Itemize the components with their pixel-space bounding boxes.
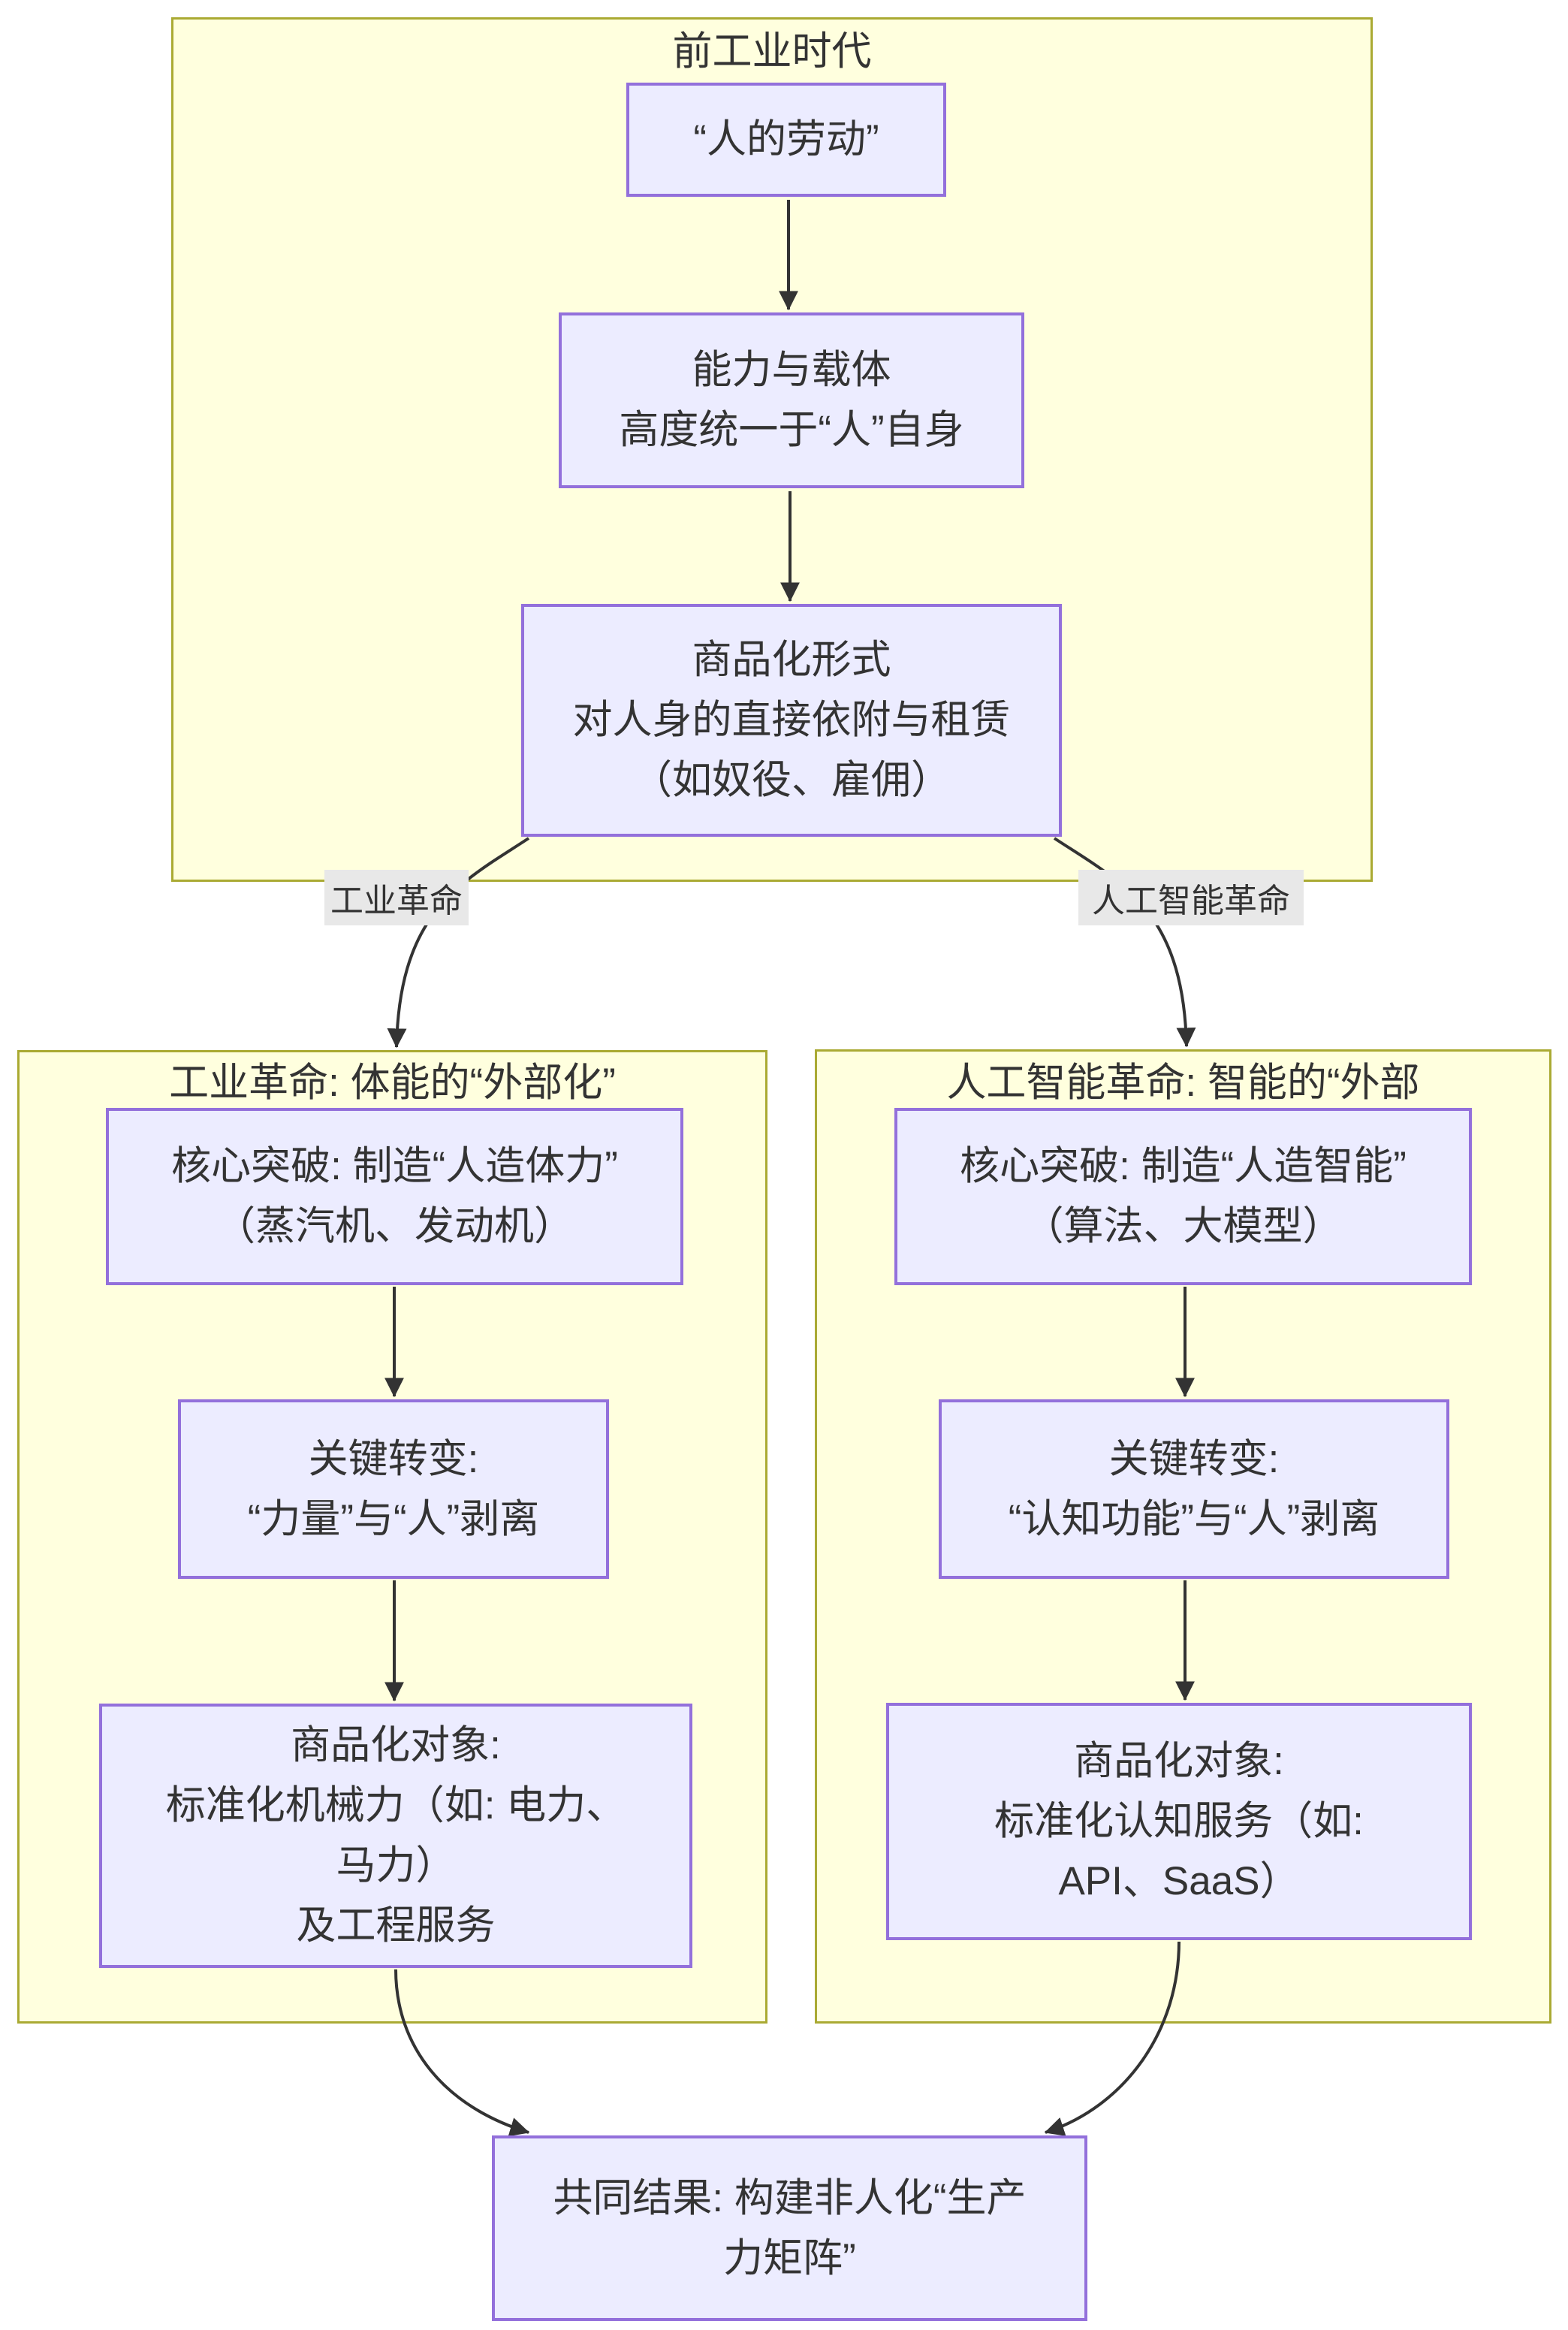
- node-text-line: API、SaaS）: [1058, 1859, 1300, 1903]
- node-text-line: 商品化对象:: [1074, 1739, 1284, 1783]
- cluster-ai-revolution-title: 人工智能革命: 智能的“外部: [946, 1061, 1420, 1105]
- node-ai-core-breakthrough: 核心突破: 制造“人造智能” （算法、大模型）: [894, 1108, 1472, 1285]
- node-text-line: 对人身的直接依附与租赁: [572, 698, 1011, 742]
- node-text-line: 核心突破: 制造“人造智能”: [960, 1144, 1407, 1188]
- node-text-line: 标准化机械力（如: 电力、: [165, 1783, 626, 1827]
- node-text-line: 力矩阵”: [723, 2235, 856, 2280]
- node-text-line: “人的劳动”: [693, 117, 879, 161]
- node-text-line: 商品化对象:: [291, 1723, 501, 1767]
- node-ai-commodified-object: 商品化对象: 标准化认知服务（如: API、SaaS）: [886, 1703, 1472, 1940]
- node-ind-core-breakthrough: 核心突破: 制造“人造体力” （蒸汽机、发动机）: [106, 1108, 683, 1285]
- node-text-line: 商品化形式: [692, 638, 891, 682]
- edge-label-text: 工业革命: [330, 883, 463, 919]
- cluster-industrial-revolution-title: 工业革命: 体能的“外部化”: [169, 1061, 616, 1105]
- node-text-line: 能力与载体: [692, 348, 891, 392]
- node-ind-key-shift: 关键转变: “力量”与“人”剥离: [178, 1399, 609, 1579]
- node-common-result: 共同结果: 构建非人化“生产 力矩阵”: [492, 2135, 1087, 2321]
- node-ind-commodified-object: 商品化对象: 标准化机械力（如: 电力、 马力） 及工程服务: [99, 1704, 692, 1968]
- node-text-line: 共同结果: 构建非人化“生产: [553, 2175, 1027, 2220]
- edge-label-industrial-revolution: 工业革命: [324, 870, 469, 925]
- node-text-line: 标准化认知服务（如:: [994, 1799, 1364, 1843]
- cluster-pre-industrial-title: 前工业时代: [672, 29, 872, 74]
- node-ai-key-shift: 关键转变: “认知功能”与“人”剥离: [939, 1399, 1449, 1579]
- node-text-line: 高度统一于“人”自身: [619, 408, 964, 452]
- node-text-line: （如奴役、雇佣）: [632, 758, 951, 802]
- node-text-line: 马力）: [336, 1843, 456, 1888]
- node-text-line: 关键转变:: [308, 1436, 479, 1481]
- node-text-line: “力量”与“人”剥离: [247, 1496, 540, 1541]
- edge-label-ai-revolution: 人工智能革命: [1078, 870, 1304, 925]
- edge-ind-object-to-result: [394, 1969, 530, 2137]
- node-text-line: （蒸汽机、发动机）: [216, 1204, 574, 1248]
- node-text-line: 核心突破: 制造“人造体力”: [171, 1144, 618, 1188]
- node-human-labor: “人的劳动”: [626, 83, 946, 197]
- node-commodification-form: 商品化形式 对人身的直接依附与租赁 （如奴役、雇佣）: [521, 604, 1062, 837]
- node-text-line: “认知功能”与“人”剥离: [1008, 1496, 1380, 1541]
- edge-ai-object-to-result: [1044, 1941, 1181, 2136]
- node-capability-carrier: 能力与载体 高度统一于“人”自身: [559, 312, 1024, 488]
- node-text-line: （算法、大模型）: [1024, 1204, 1343, 1248]
- edge-label-text: 人工智能革命: [1092, 883, 1290, 919]
- node-text-line: 及工程服务: [296, 1903, 496, 1948]
- node-text-line: 关键转变:: [1108, 1436, 1280, 1481]
